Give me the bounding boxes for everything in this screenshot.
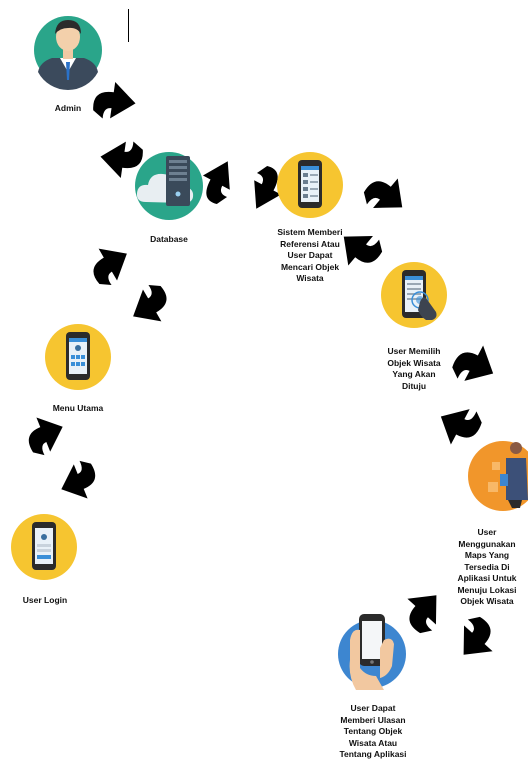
phone-menu-icon bbox=[66, 332, 90, 380]
phone-login-icon bbox=[32, 522, 56, 570]
database-server-icon bbox=[136, 156, 194, 206]
phone-list-icon bbox=[298, 160, 322, 208]
cycle-arrows-icon bbox=[20, 404, 104, 512]
node-label-database: Database bbox=[150, 234, 188, 244]
node-label-referensi: Sistem Memberi Referensi Atau User Dapat… bbox=[277, 227, 343, 283]
node-label-admin: Admin bbox=[54, 103, 82, 113]
cycle-arrows-icon bbox=[193, 140, 291, 230]
hand-phone-icon bbox=[349, 614, 394, 690]
menu-node bbox=[45, 324, 111, 390]
node-label-menu: Menu Utama bbox=[52, 403, 104, 413]
login-node bbox=[11, 514, 77, 580]
ulasan-node bbox=[338, 614, 406, 690]
node-label-login: User Login bbox=[22, 595, 68, 605]
database-node bbox=[135, 152, 203, 220]
divider-line bbox=[128, 9, 129, 42]
node-label-memilih: User Memilih Objek Wisata Yang Akan Ditu… bbox=[387, 346, 441, 391]
cycle-arrows-icon bbox=[83, 230, 177, 340]
memilih-node bbox=[381, 262, 447, 328]
referensi-node bbox=[277, 152, 343, 218]
node-label-ulasan: User Dapat Memberi Ulasan Tentang Objek … bbox=[339, 703, 407, 759]
maps-node bbox=[468, 441, 528, 511]
admin-avatar-icon bbox=[38, 20, 98, 91]
traveler-map-icon bbox=[488, 442, 528, 508]
node-label-maps: User Menggunakan Maps Yang Tersedia Di A… bbox=[457, 527, 517, 606]
phone-touch-icon bbox=[402, 270, 437, 320]
admin-node bbox=[34, 16, 102, 91]
